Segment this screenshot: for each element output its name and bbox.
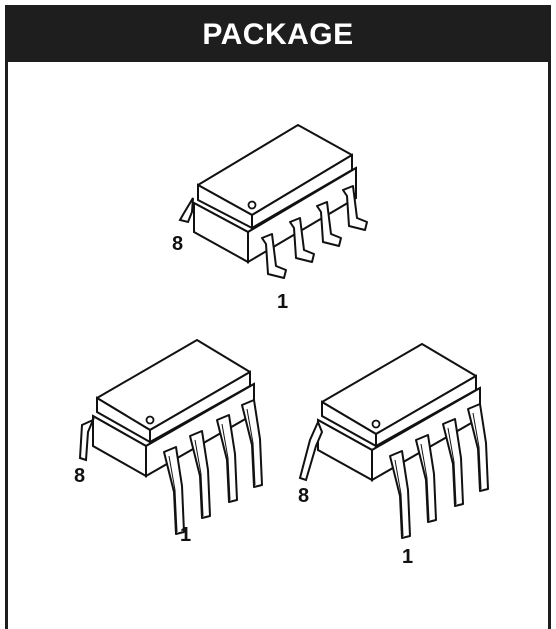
pin1-label-gull-wing: 1 <box>277 291 288 313</box>
pin1-label-dip-left: 1 <box>180 524 191 546</box>
panel-header: PACKAGE <box>8 8 548 62</box>
package-panel: PACKAGE <box>5 5 551 629</box>
pin8-label-dip-right: 8 <box>298 485 309 507</box>
pin8-label-gull-wing: 8 <box>172 233 183 255</box>
pin1-label-dip-right: 1 <box>402 546 413 568</box>
dip-package-left: 8 1 <box>74 339 263 546</box>
dip-package-right: 8 1 <box>298 343 489 568</box>
gull-wing-package: 8 1 <box>172 124 368 313</box>
pin8-label-dip-left: 8 <box>74 465 85 487</box>
panel-title: PACKAGE <box>202 18 354 51</box>
